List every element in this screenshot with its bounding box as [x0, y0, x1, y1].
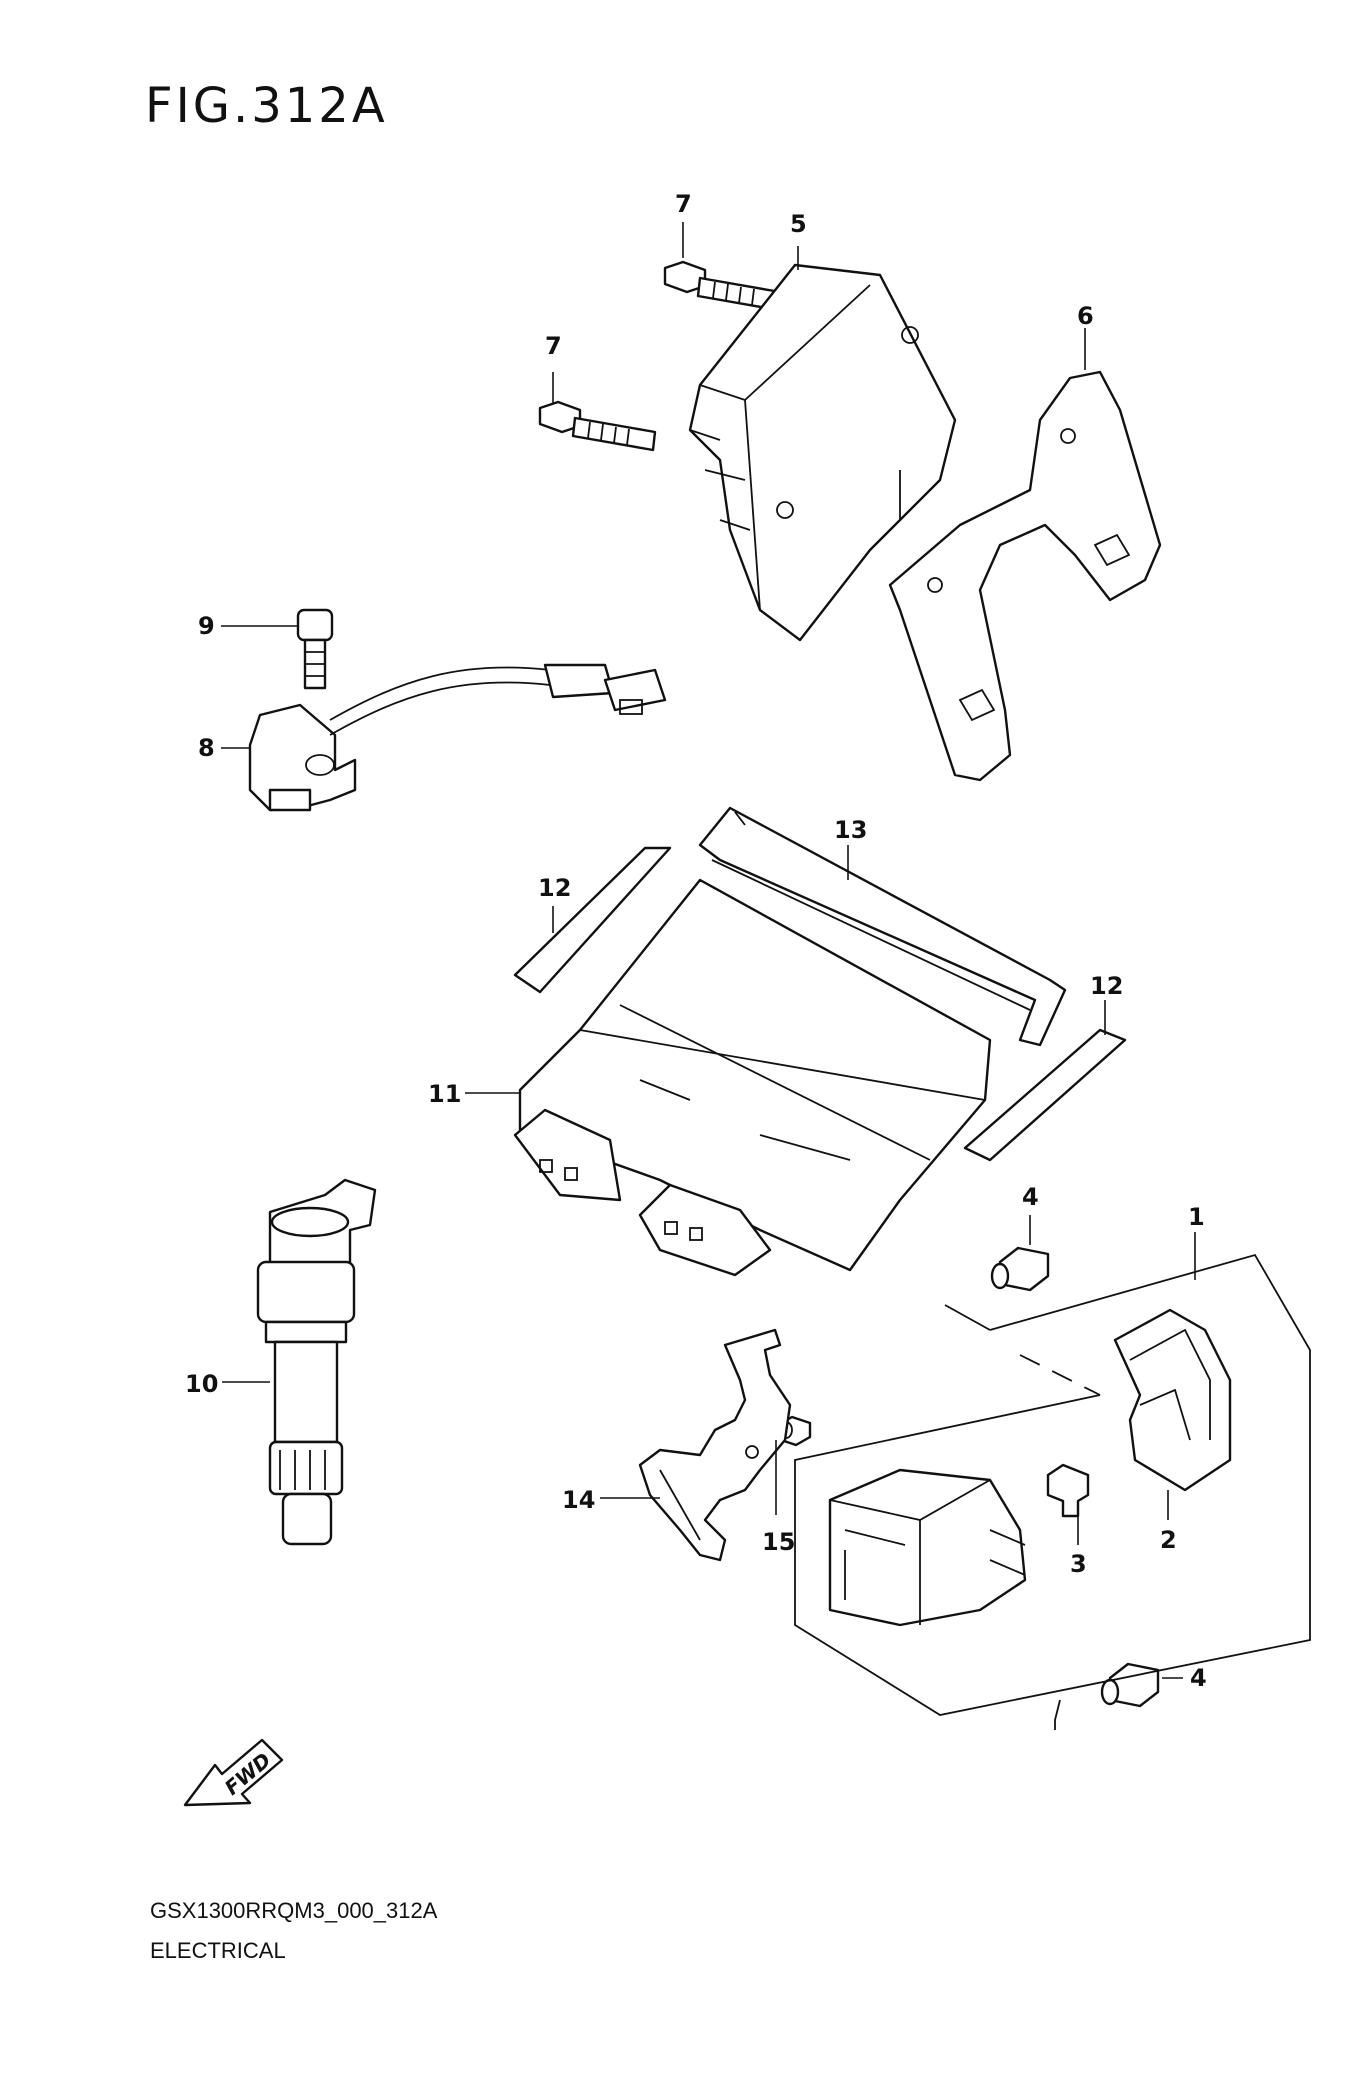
- callout-2: 2: [1160, 1526, 1177, 1554]
- part-2-cover[interactable]: [1113, 1308, 1232, 1492]
- callout-4-lower: 4: [1190, 1664, 1207, 1692]
- part-6-bracket[interactable]: [888, 370, 1162, 782]
- callout-9: 9: [198, 612, 215, 640]
- callout-3: 3: [1070, 1550, 1087, 1578]
- main-relay[interactable]: [828, 1468, 1027, 1627]
- leader-lines: [221, 222, 1196, 1679]
- callout-14: 14: [562, 1486, 595, 1514]
- part-11-ecu[interactable]: [513, 878, 992, 1277]
- callout-11: 11: [428, 1080, 461, 1108]
- bolt-7-upper[interactable]: [663, 260, 782, 312]
- part-12-pad-left[interactable]: [513, 846, 672, 994]
- part-5-control-unit[interactable]: [688, 263, 957, 642]
- callout-7-lower: 7: [545, 332, 562, 360]
- callout-12-left: 12: [538, 874, 571, 902]
- bolt-7-lower[interactable]: [538, 400, 657, 452]
- part-9-screw[interactable]: [296, 608, 334, 690]
- callout-5: 5: [790, 210, 807, 238]
- section-name: ELECTRICAL: [150, 1938, 286, 1963]
- callout-10: 10: [185, 1370, 218, 1398]
- part-10-ignition-coil[interactable]: [256, 1178, 377, 1546]
- callout-1: 1: [1188, 1203, 1205, 1231]
- diagram-code: GSX1300RRQM3_000_312A: [150, 1898, 438, 1923]
- callout-7-upper: 7: [675, 190, 692, 218]
- callout-4-upper: 4: [1022, 1183, 1039, 1211]
- part-4-bolt-lower[interactable]: [1100, 1662, 1160, 1708]
- figure-title: FIG.312A: [145, 78, 388, 134]
- callout-6: 6: [1077, 302, 1094, 330]
- callout-12-right: 12: [1090, 972, 1123, 1000]
- callouts: 7 5 6 7 9 8 13 12 12 11 4 1 10 14 15 3 2…: [185, 190, 1207, 1692]
- callout-15: 15: [762, 1528, 795, 1556]
- part-13-strap[interactable]: [698, 806, 1067, 1047]
- callout-8: 8: [198, 734, 215, 762]
- callout-13: 13: [834, 816, 867, 844]
- part-12-pad-right[interactable]: [963, 1028, 1127, 1162]
- part-8-sensor[interactable]: [248, 663, 667, 812]
- part-1-assembly-outline: [794, 1253, 1311, 1730]
- part-14-bracket[interactable]: [638, 1328, 792, 1562]
- part-4-bolt-upper[interactable]: [990, 1246, 1050, 1292]
- fwd-arrow-icon: FWD: [183, 1738, 284, 1807]
- part-3-terminal[interactable]: [1046, 1463, 1090, 1518]
